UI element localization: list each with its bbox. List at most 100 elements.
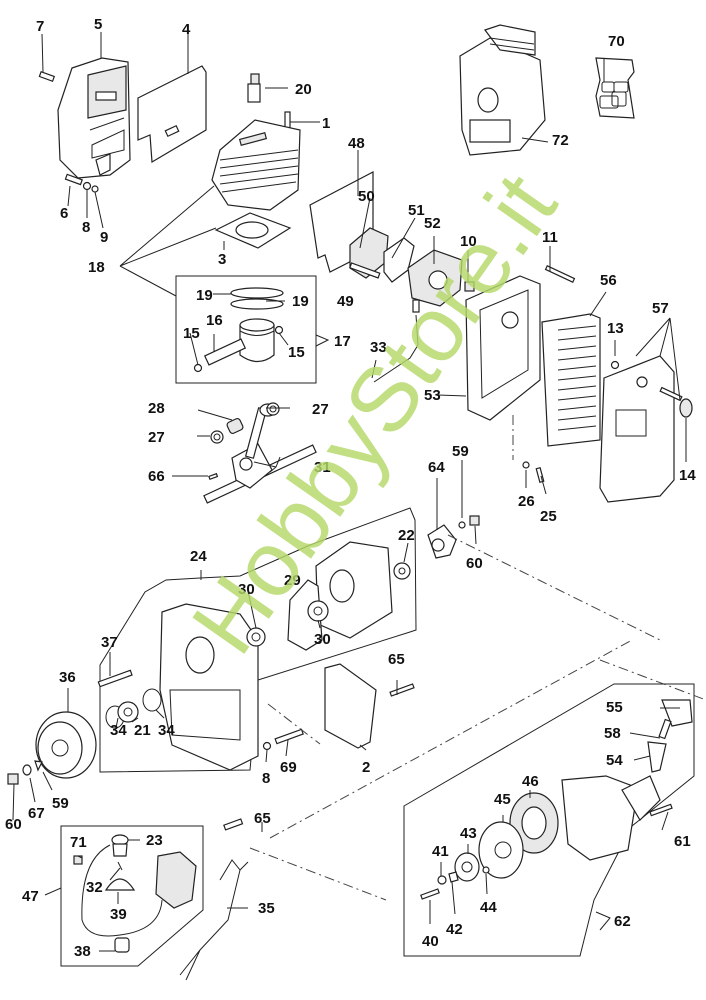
bearing-parts <box>246 562 411 647</box>
engine-short-block-part <box>459 24 546 156</box>
callout-8: 8 <box>82 219 90 236</box>
callout-64: 64 <box>428 459 445 476</box>
muffler-bolt <box>64 173 99 193</box>
callout-31: 31 <box>314 459 331 476</box>
ignition-kit-bracket <box>60 825 204 967</box>
callout-28: 28 <box>148 400 165 417</box>
callout-67: 67 <box>28 805 45 822</box>
callout-37: 37 <box>101 634 118 651</box>
flywheel-nut-washers <box>7 760 43 785</box>
throttle-wire-part <box>373 314 419 383</box>
callout-46: 46 <box>522 773 539 790</box>
callout-20: 20 <box>295 81 312 98</box>
callout-45: 45 <box>494 791 511 808</box>
callout-42: 42 <box>446 921 463 938</box>
crankcase-half-left <box>159 603 259 771</box>
cylinder-part <box>211 119 301 211</box>
callout-26: 26 <box>518 493 535 510</box>
flywheel-part <box>35 711 97 779</box>
callout-21: 21 <box>134 722 151 739</box>
callout-58: 58 <box>604 725 621 742</box>
callout-18: 18 <box>88 259 105 276</box>
piston-part <box>239 318 275 363</box>
leader-lines <box>12 32 687 952</box>
callout-50: 50 <box>358 188 375 205</box>
callout-40: 40 <box>422 933 439 950</box>
bolt-37-part <box>97 669 133 688</box>
label-decal-part <box>595 57 635 119</box>
callout-7: 7 <box>36 18 44 35</box>
callout-48: 48 <box>348 135 365 152</box>
callout-8b: 8 <box>262 770 270 787</box>
callout-51: 51 <box>408 202 425 219</box>
callout-49: 49 <box>337 293 354 310</box>
callout-10: 10 <box>460 233 477 250</box>
wire-harness-part <box>179 859 249 981</box>
callout-labels: 7 5 4 20 1 6 8 9 18 3 19 19 16 15 15 17 … <box>5 16 696 960</box>
callout-35: 35 <box>258 900 275 917</box>
callout-71: 71 <box>70 834 87 851</box>
callout-25: 25 <box>540 508 557 525</box>
callout-29: 29 <box>284 572 301 589</box>
callout-38: 38 <box>74 943 91 960</box>
callout-23: 23 <box>146 832 163 849</box>
callout-60a: 60 <box>466 555 483 572</box>
callout-43: 43 <box>460 825 477 842</box>
piston-pin-part <box>203 338 247 366</box>
callout-19a: 19 <box>196 287 213 304</box>
callout-60b: 60 <box>5 816 22 833</box>
plate-cover-part <box>324 663 377 749</box>
callout-32: 32 <box>86 879 103 896</box>
callout-59a: 59 <box>452 443 469 460</box>
piston-rings-part <box>230 287 284 310</box>
callout-17: 17 <box>334 333 351 350</box>
air-filter-cover-part <box>599 355 675 503</box>
callout-66: 66 <box>148 468 165 485</box>
filter-cover-knob-part <box>659 386 693 418</box>
callout-65b: 65 <box>254 810 271 827</box>
callout-27a: 27 <box>148 429 165 446</box>
spark-plug-part <box>247 73 261 103</box>
callout-6: 6 <box>60 205 68 222</box>
boot-part <box>104 878 136 891</box>
callout-27b: 27 <box>312 401 329 418</box>
muffler-gasket-part <box>137 65 207 164</box>
callout-2: 2 <box>362 759 370 776</box>
callout-30a: 30 <box>238 581 255 598</box>
callout-5: 5 <box>94 16 102 33</box>
callout-9: 9 <box>100 229 108 246</box>
crankcase-gasket-part <box>287 579 323 651</box>
callout-62: 62 <box>614 913 631 930</box>
callout-41: 41 <box>432 843 449 860</box>
callout-1: 1 <box>322 115 330 132</box>
needle-bearing-part <box>226 417 244 435</box>
callout-4: 4 <box>182 21 191 38</box>
ratchet-part <box>454 852 480 882</box>
callout-34a: 34 <box>110 722 127 739</box>
seal-and-circlips <box>105 688 162 729</box>
callout-55: 55 <box>606 699 623 716</box>
callout-15a: 15 <box>183 325 200 342</box>
callout-15b: 15 <box>288 344 305 361</box>
rope-guide-part <box>647 741 667 773</box>
callout-65a: 65 <box>388 651 405 668</box>
cylinder-bolt-part <box>284 111 291 129</box>
callout-13: 13 <box>607 320 624 337</box>
air-filter-base-part <box>465 275 541 421</box>
callout-30b: 30 <box>314 631 331 648</box>
ignition-coil-part <box>155 851 197 909</box>
callout-14: 14 <box>679 467 696 484</box>
callout-44: 44 <box>480 899 497 916</box>
air-filter-element-part <box>541 313 601 447</box>
piston-kit-box <box>175 275 317 384</box>
muffler-screw <box>38 70 56 82</box>
callout-54: 54 <box>606 752 623 769</box>
callout-57: 57 <box>652 300 669 317</box>
callout-69: 69 <box>280 759 297 776</box>
callout-56: 56 <box>600 272 617 289</box>
clutch-drum-part <box>427 524 457 559</box>
callout-39: 39 <box>110 906 127 923</box>
carburetor-part <box>407 249 463 313</box>
callout-24: 24 <box>190 548 207 565</box>
